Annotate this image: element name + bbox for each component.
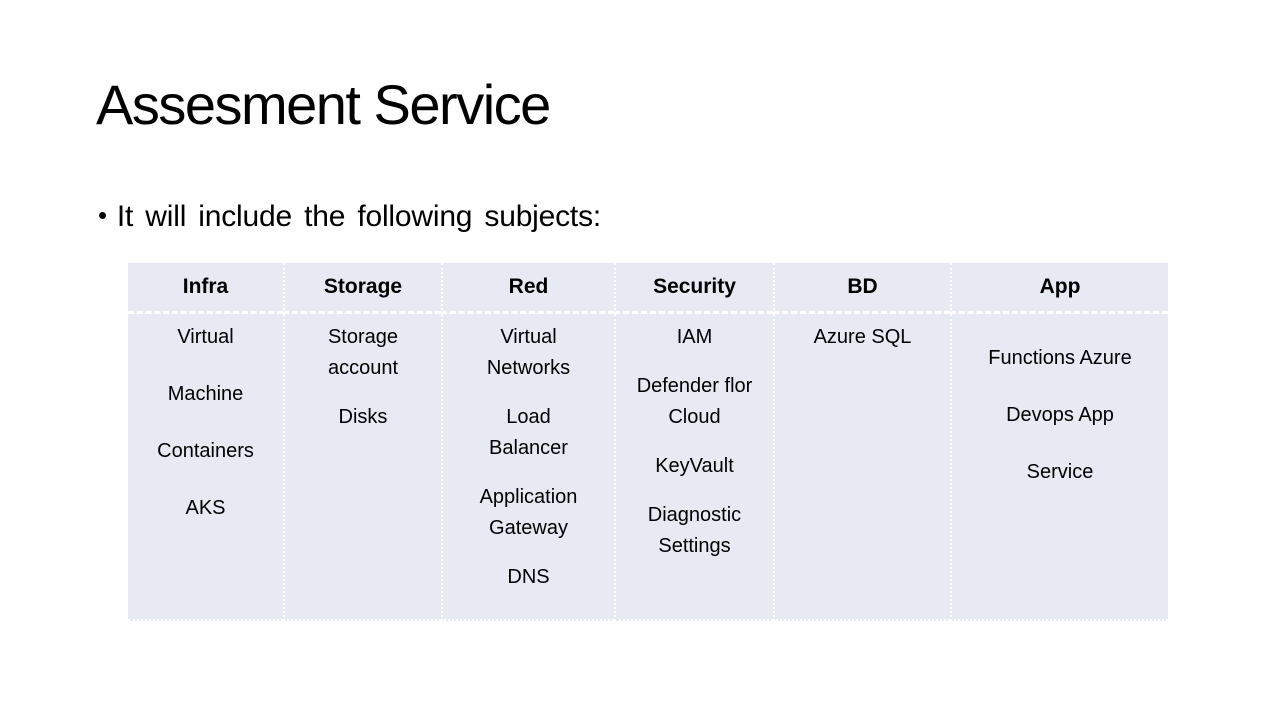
table-item: Load Balancer — [489, 406, 568, 459]
subjects-table: Infra Storage Red Security BD App Virtua… — [128, 263, 1168, 621]
column-header-storage: Storage — [283, 263, 441, 314]
table-item: Virtual — [177, 326, 234, 348]
table-item: Defender flor Cloud — [636, 375, 753, 428]
table-item: Machine — [167, 383, 244, 405]
table-item: KeyVault — [655, 455, 734, 477]
table-cell-infra: Virtual Machine Containers AKS — [128, 314, 283, 621]
column-header-infra: Infra — [128, 263, 283, 314]
column-header-security: Security — [614, 263, 773, 314]
table-cell-security: IAM Defender flor Cloud KeyVault Diagnos… — [614, 314, 773, 621]
table-item: Diagnostic Settings — [647, 504, 742, 557]
table-item: Devops App — [1006, 404, 1114, 426]
table-item: Containers — [157, 440, 254, 462]
table-item: Service — [1026, 461, 1094, 483]
column-header-app: App — [950, 263, 1168, 314]
table-item: Functions Azure — [988, 347, 1132, 369]
table-item: IAM — [676, 326, 713, 348]
table-item: Azure SQL — [813, 326, 912, 348]
slide-title: Assesment Service — [96, 73, 551, 136]
column-header-red: Red — [441, 263, 614, 314]
table-cell-bd: Azure SQL — [773, 314, 950, 621]
bullet-glyph: • — [98, 200, 107, 230]
bullet-line: • It will include the following subjects: — [98, 197, 601, 235]
table-item: AKS — [185, 497, 226, 519]
column-header-bd: BD — [773, 263, 950, 314]
table-item: DNS — [507, 566, 550, 588]
table-cell-storage: Storage account Disks — [283, 314, 441, 621]
bullet-text: It will include the following subjects: — [116, 200, 602, 233]
table-item: Virtual Networks — [486, 326, 571, 379]
table-cell-red: Virtual Networks Load Balancer Applicati… — [441, 314, 614, 621]
table-cell-app: Functions Azure Devops App Service — [950, 314, 1168, 621]
table-item: Disks — [338, 406, 388, 428]
table-item: Storage account — [327, 326, 399, 379]
table-item: Application Gateway — [479, 486, 578, 539]
